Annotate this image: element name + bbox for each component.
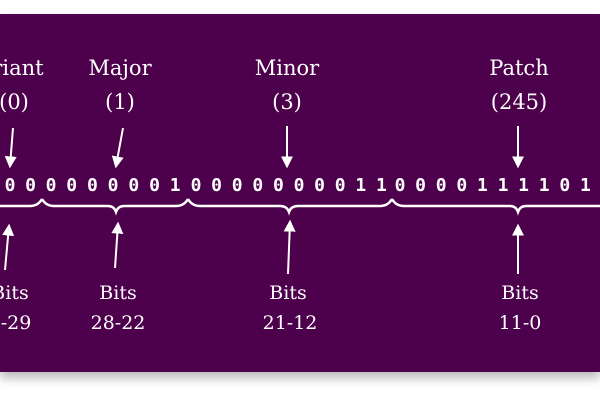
variant-value: (0) xyxy=(0,90,29,114)
major-bit: 1 xyxy=(169,175,181,196)
minor-label: Minor xyxy=(254,56,320,80)
minor-bit: 0 xyxy=(190,175,202,196)
minor-bit: 1 xyxy=(375,175,387,196)
patch-bit: 0 xyxy=(559,175,571,196)
patch-bits-range: 11-0 xyxy=(498,312,542,334)
patch-bit: 1 xyxy=(476,175,488,196)
patch-label: Patch xyxy=(489,56,549,80)
patch-bit: 0 xyxy=(456,175,468,196)
patch-bit: 1 xyxy=(579,175,591,196)
variant-bit: 0 xyxy=(4,175,16,196)
major-bits-word: Bits xyxy=(99,282,137,304)
patch-bit: 0 xyxy=(394,175,406,196)
patch-bit: 0 xyxy=(435,175,447,196)
major-bits-range: 28-22 xyxy=(90,312,146,334)
variant-label: riant xyxy=(0,56,44,80)
variant-brace xyxy=(0,198,44,208)
patch-value: (245) xyxy=(490,90,548,114)
major-down-arrow xyxy=(111,127,124,169)
major-up-arrow xyxy=(111,221,124,269)
variant-bits-word: Bits xyxy=(0,282,29,304)
patch-bit: 1 xyxy=(538,175,550,196)
diagram-panel xyxy=(0,14,600,372)
minor-value: (3) xyxy=(272,90,302,114)
patch-brace xyxy=(390,198,600,216)
patch-bit: 0 xyxy=(415,175,427,196)
minor-bit: 1 xyxy=(355,175,367,196)
minor-bit: 0 xyxy=(314,175,326,196)
variant-bits-range: -29 xyxy=(0,312,32,334)
variant-down-arrow xyxy=(4,127,17,169)
minor-bit: 0 xyxy=(252,175,264,196)
patch-bit: 1 xyxy=(518,175,530,196)
minor-up-arrow xyxy=(283,219,296,275)
minor-bit: 0 xyxy=(272,175,284,196)
major-bit: 0 xyxy=(149,175,160,196)
major-bit: 0 xyxy=(45,175,57,196)
minor-bit: 0 xyxy=(293,175,305,196)
major-bit: 0 xyxy=(107,175,119,196)
major-brace xyxy=(40,198,190,216)
minor-bits-word: Bits xyxy=(269,282,307,304)
variant-up-arrow xyxy=(2,223,15,271)
patch-bit: 1 xyxy=(497,175,509,196)
variant-bit: 0 xyxy=(25,175,36,196)
minor-bit: 0 xyxy=(231,175,243,196)
major-value: (1) xyxy=(105,90,135,114)
major-bit: 0 xyxy=(66,175,78,196)
minor-bit: 0 xyxy=(211,175,223,196)
patch-bits-word: Bits xyxy=(501,282,539,304)
major-label: Major xyxy=(88,56,152,80)
minor-bit: 0 xyxy=(334,175,346,196)
minor-brace xyxy=(186,198,394,216)
major-bit: 0 xyxy=(86,175,98,196)
major-bit: 0 xyxy=(128,175,140,196)
minor-bits-range: 21-12 xyxy=(262,312,318,334)
